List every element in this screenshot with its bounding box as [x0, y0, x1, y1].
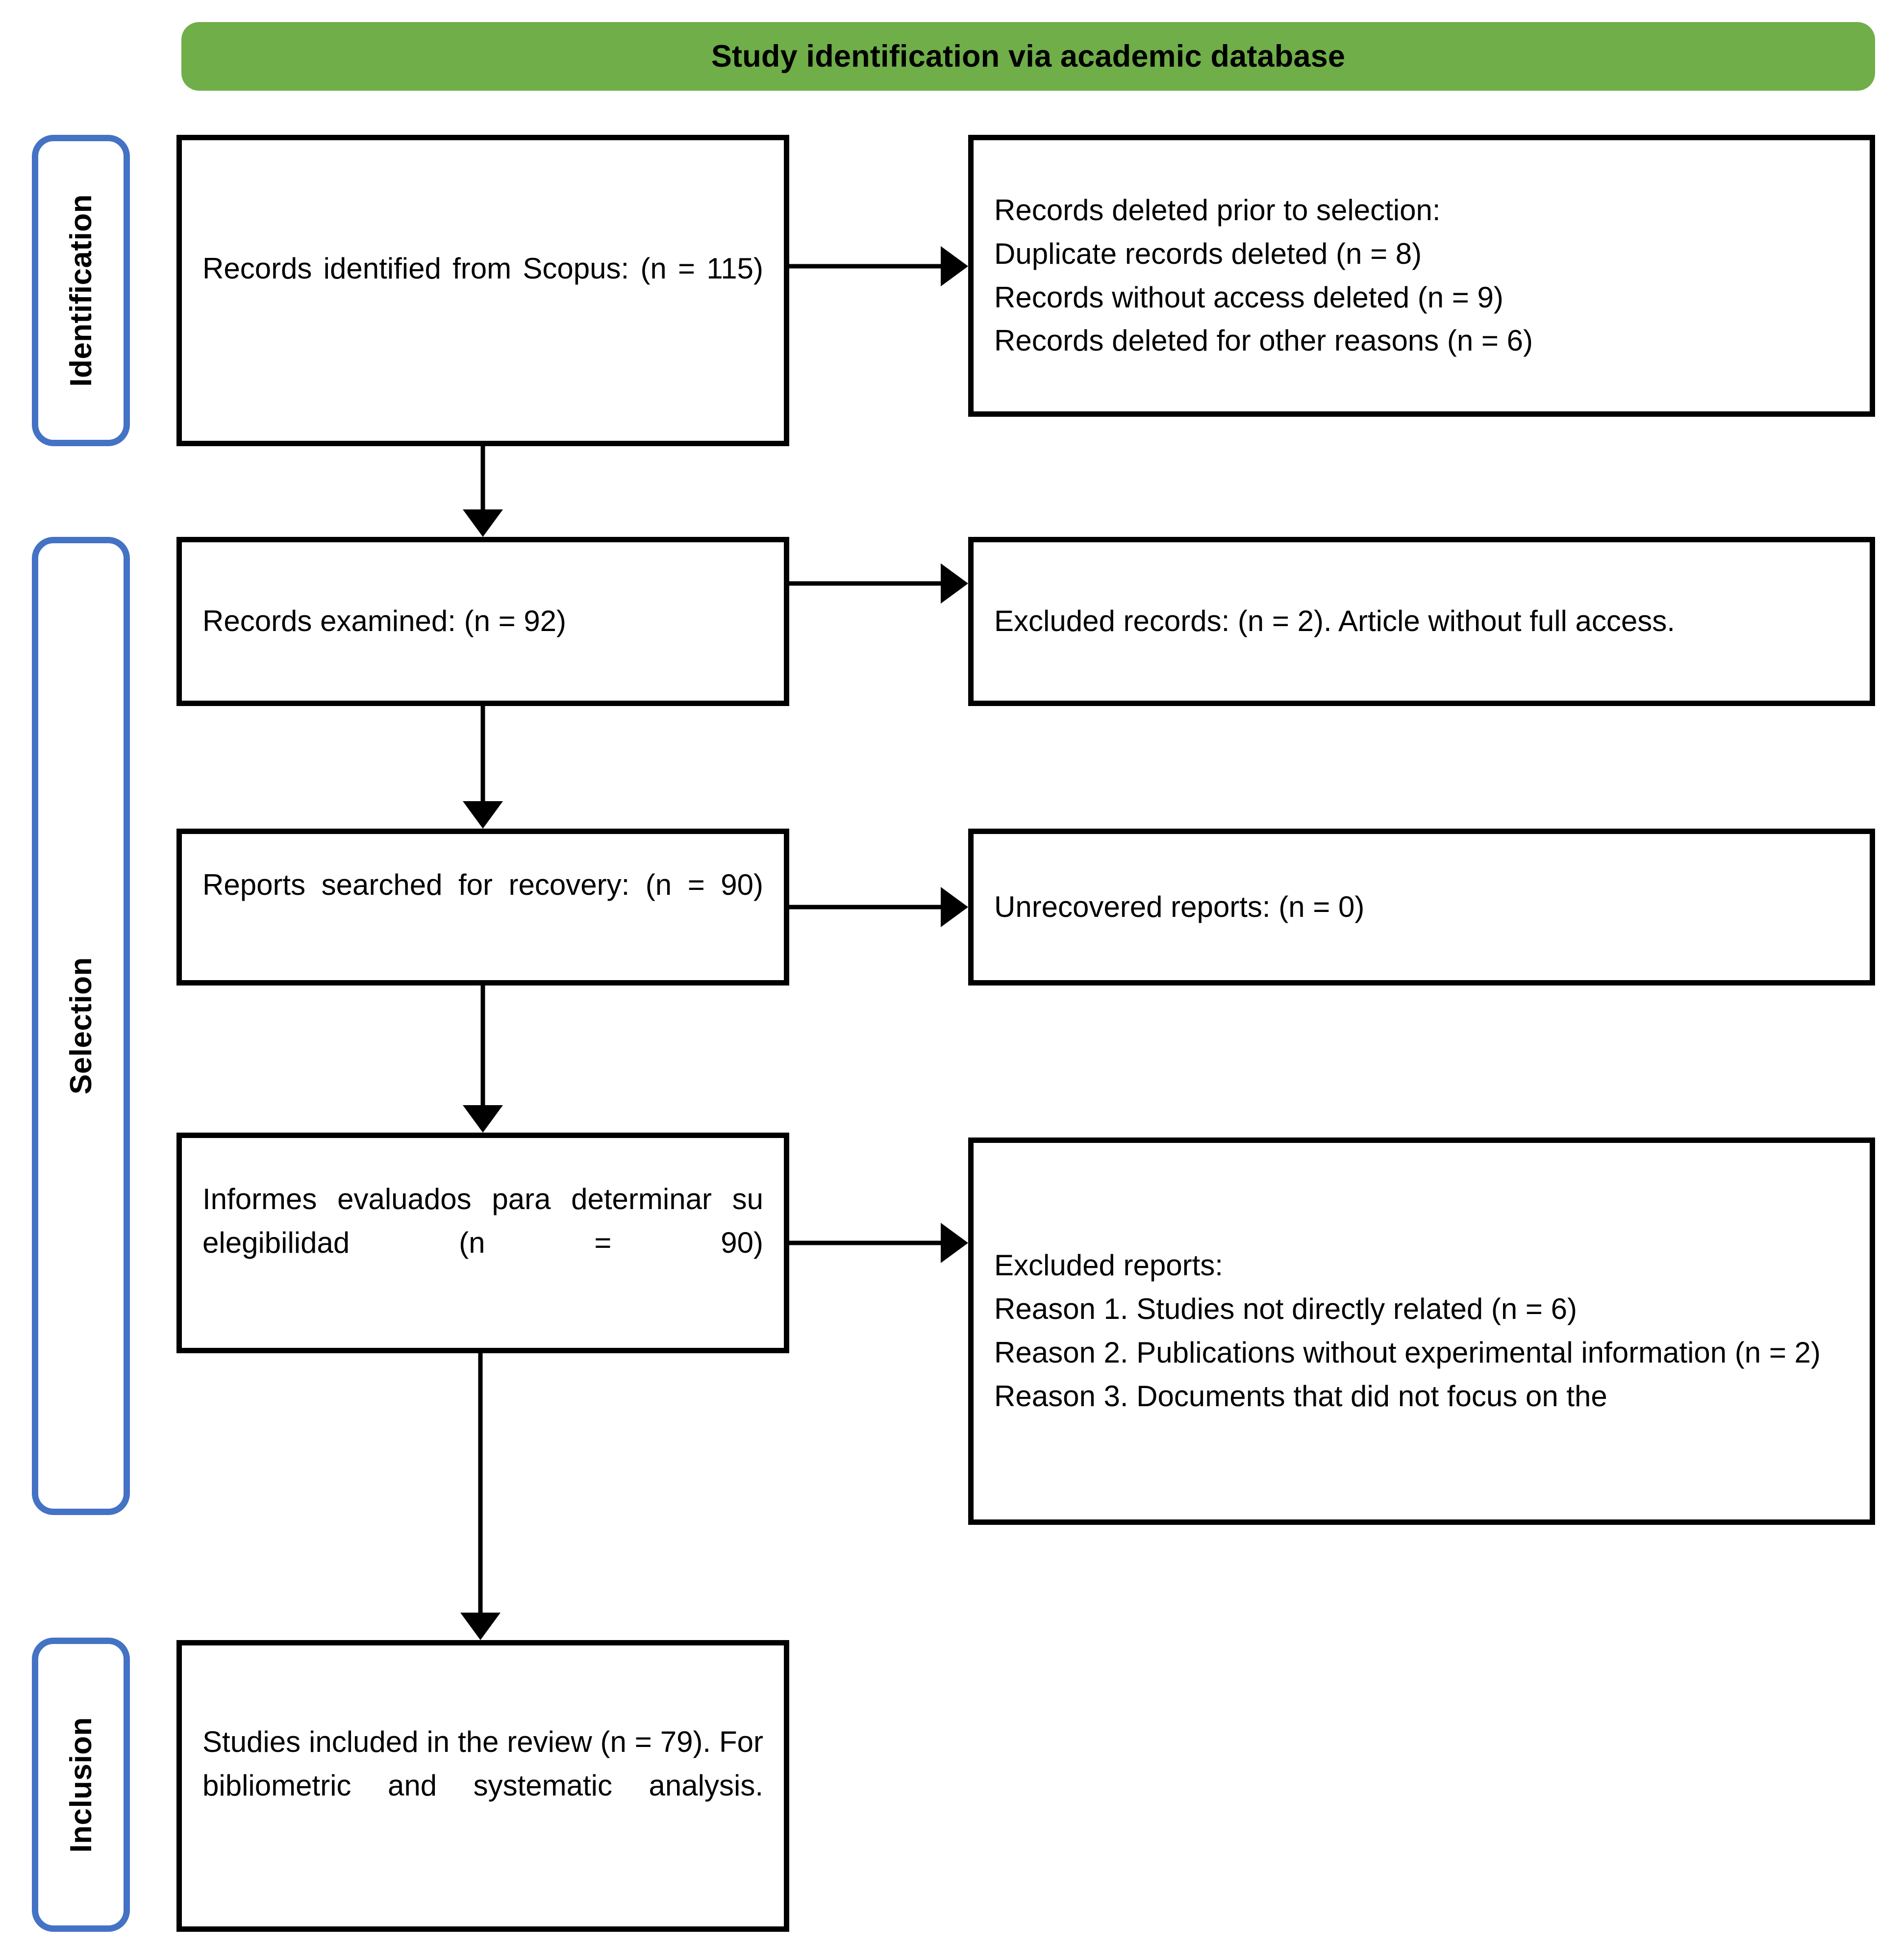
box-excluded-reports-content: Excluded reports: Reason 1. Studies not …: [974, 1244, 1870, 1418]
box-records-deleted-content: Records deleted prior to selection: Dupl…: [974, 189, 1870, 363]
records-deleted-line-3: Records without access deleted (n = 9): [994, 280, 1503, 314]
arrow-head: [941, 563, 968, 604]
stage-selection-label: Selection: [64, 957, 98, 1095]
records-deleted-line-1: Records deleted prior to selection:: [994, 193, 1441, 227]
arrow-head: [463, 1105, 503, 1133]
records-deleted-line-2: Duplicate records deleted (n = 8): [994, 237, 1422, 270]
arrow-shaft: [789, 264, 941, 269]
box-unrecovered-reports-text: Unrecovered reports: (n = 0): [994, 890, 1365, 923]
arrow-shaft: [789, 905, 941, 910]
arrow-shaft: [480, 986, 485, 1105]
arrow-head: [941, 887, 968, 927]
stage-identification-label: Identification: [64, 194, 98, 387]
box-excluded-records-content: Excluded records: (n = 2). Article witho…: [974, 600, 1870, 643]
arrow-head: [941, 246, 968, 286]
excluded-reports-line-1: Excluded reports:: [994, 1249, 1223, 1282]
box-eligibility-text: Informes evaluados para determinar su el…: [202, 1182, 763, 1259]
arrow-shaft: [478, 1353, 483, 1613]
page-title: Study identification via academic databa…: [711, 39, 1346, 74]
box-records-examined-content: Records examined: (n = 92): [182, 600, 784, 643]
box-unrecovered-reports: Unrecovered reports: (n = 0): [968, 829, 1875, 986]
box-studies-included-content: Studies included in the review (n = 79).…: [182, 1720, 784, 1851]
excluded-reports-line-3: Reason 2. Publications without experimen…: [994, 1336, 1821, 1369]
arrow-head: [463, 509, 503, 537]
box-studies-included: Studies included in the review (n = 79).…: [176, 1640, 789, 1932]
box-studies-included-text: Studies included in the review (n = 79).…: [202, 1725, 763, 1802]
arrow-shaft: [789, 1240, 941, 1245]
box-records-identified: Records identified from Scopus: (n = 115…: [176, 135, 789, 446]
arrow-shaft: [480, 706, 485, 801]
header-banner: Study identification via academic databa…: [181, 22, 1875, 91]
box-records-identified-text: Records identified from Scopus: (n = 115…: [202, 252, 763, 285]
stage-inclusion: Inclusion: [32, 1638, 130, 1932]
arrow-shaft: [789, 581, 941, 586]
excluded-reports-line-2: Reason 1. Studies not directly related (…: [994, 1292, 1577, 1326]
records-deleted-line-4: Records deleted for other reasons (n = 6…: [994, 324, 1533, 357]
stage-identification: Identification: [32, 135, 130, 446]
arrow-shaft: [480, 446, 485, 509]
arrow-head: [460, 1613, 501, 1640]
box-reports-recovery-text: Reports searched for recovery: (n = 90): [202, 868, 763, 902]
box-records-examined-text: Records examined: (n = 92): [202, 605, 567, 638]
box-excluded-records-text: Excluded records: (n = 2). Article witho…: [994, 605, 1675, 638]
box-records-identified-content: Records identified from Scopus: (n = 115…: [182, 247, 784, 334]
stage-selection: Selection: [32, 537, 130, 1515]
box-records-deleted: Records deleted prior to selection: Dupl…: [968, 135, 1875, 417]
box-eligibility: Informes evaluados para determinar su el…: [176, 1133, 789, 1353]
box-reports-recovery: Reports searched for recovery: (n = 90): [176, 829, 789, 986]
arrow-head: [941, 1223, 968, 1263]
arrow-head: [463, 801, 503, 829]
box-excluded-records: Excluded records: (n = 2). Article witho…: [968, 537, 1875, 706]
box-eligibility-content: Informes evaluados para determinar su el…: [182, 1178, 784, 1308]
box-excluded-reports: Excluded reports: Reason 1. Studies not …: [968, 1138, 1875, 1525]
excluded-reports-line-4: Reason 3. Documents that did not focus o…: [994, 1379, 1607, 1413]
box-records-examined: Records examined: (n = 92): [176, 537, 789, 706]
stage-inclusion-label: Inclusion: [64, 1717, 98, 1853]
box-unrecovered-reports-content: Unrecovered reports: (n = 0): [974, 885, 1870, 929]
box-reports-recovery-content: Reports searched for recovery: (n = 90): [182, 863, 784, 951]
